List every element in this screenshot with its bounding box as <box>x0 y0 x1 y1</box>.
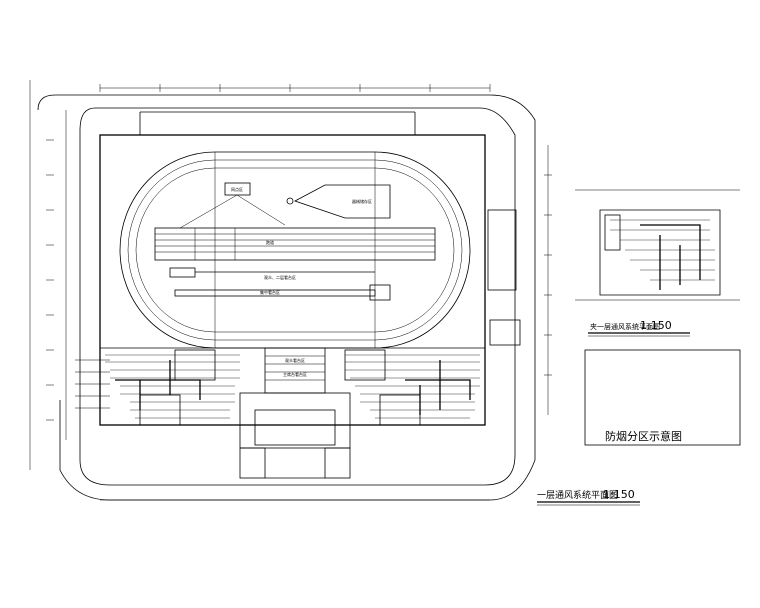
runway-label: 跑道 <box>266 239 274 245</box>
field-features: 网点区 器械储存区 跑道 观众、二层看台区 集中看台区 <box>154 182 436 301</box>
site-boundary <box>29 80 549 501</box>
seating-label: 观众、二层看台区 <box>264 274 296 280</box>
stand-b-label: 主席台看台区 <box>283 371 307 377</box>
main-title: 一层通风系统平面图 <box>537 489 618 501</box>
main-title-block: 一层通风系统平面图 1:150 <box>537 488 640 506</box>
running-track <box>119 151 471 349</box>
central-label: 集中看台区 <box>260 289 280 295</box>
smoke-zone-diagram: 防烟分区示意图 <box>584 349 741 446</box>
side-title: 夹一层通风系统平面图 <box>590 322 660 331</box>
left-axis-ticks <box>46 139 552 421</box>
hall-label: 网点区 <box>231 186 243 192</box>
side-plan: 夹一层通风系统平面图 1:150 <box>575 189 740 337</box>
lower-building: 观众看台区 主席台看台区 <box>100 209 521 479</box>
storage-label: 器械储存区 <box>352 198 372 204</box>
top-dimension <box>99 84 491 501</box>
left-annotations <box>75 359 110 409</box>
main-scale: 1:150 <box>603 488 635 501</box>
building-outline <box>99 111 486 426</box>
zone-title: 防烟分区示意图 <box>605 429 682 443</box>
side-scale: 1:150 <box>640 319 672 332</box>
stand-a-label: 观众看台区 <box>285 357 305 363</box>
